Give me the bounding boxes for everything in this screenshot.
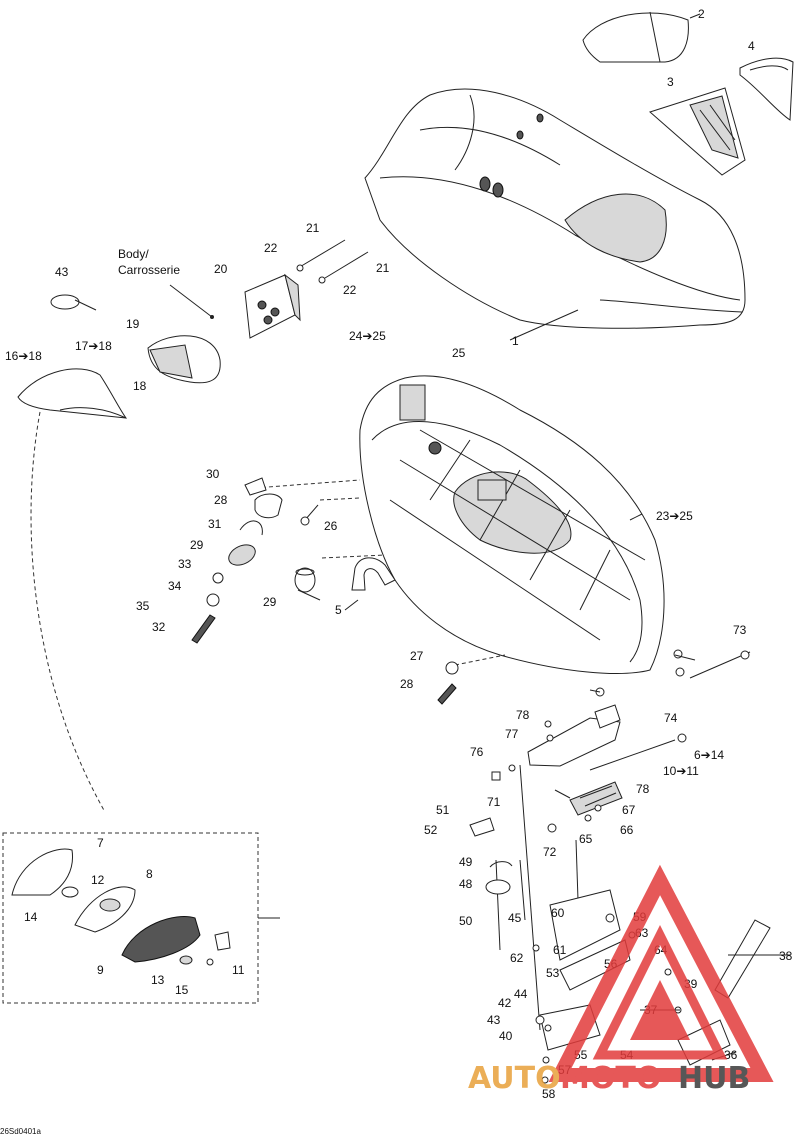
figure-code: 26Sd0401a	[0, 1127, 41, 1136]
callout: 15	[175, 983, 189, 997]
callout: 40	[499, 1029, 513, 1043]
callout: 22	[343, 283, 357, 297]
callout: 30	[206, 467, 220, 481]
callout: 61	[553, 943, 567, 957]
callout: 51	[436, 803, 450, 817]
callout: 72	[543, 845, 557, 859]
callout: 20	[214, 262, 228, 276]
part-screws-21-22	[296, 239, 369, 284]
callout: 62	[510, 951, 524, 965]
part-windshield	[582, 11, 701, 63]
callout: 16➔18	[5, 349, 42, 363]
callout: 8	[146, 867, 153, 881]
callout: 45	[508, 911, 522, 925]
callout: 78	[636, 782, 650, 796]
callout: 36	[724, 1048, 738, 1062]
part-small-cover	[739, 57, 794, 121]
callout: 38	[779, 949, 793, 963]
watermark-logo: AUTO MOTO HUB	[468, 864, 774, 1096]
callout: 29	[190, 538, 204, 552]
body-label-line1: Body/	[118, 247, 149, 261]
callout: 43	[487, 1013, 501, 1027]
part-front-body	[364, 88, 746, 329]
callout: 53	[546, 966, 560, 980]
callout: 24➔25	[349, 329, 386, 343]
callout: 73	[733, 623, 747, 637]
callout: 66	[620, 823, 634, 837]
callout: 48	[459, 877, 473, 891]
callout: 26	[324, 519, 338, 533]
callout: 25	[452, 346, 466, 360]
callout: 33	[178, 557, 192, 571]
callout: 22	[264, 241, 278, 255]
callout: 12	[91, 873, 105, 887]
callout: 3	[667, 75, 674, 89]
callout: 74	[664, 711, 678, 725]
part-mirror-glass	[17, 368, 128, 419]
callout: 31	[208, 517, 222, 531]
callout: 43	[55, 265, 69, 279]
callout: 28	[214, 493, 228, 507]
callout: 52	[424, 823, 438, 837]
callout: 19	[126, 317, 140, 331]
callout: 17➔18	[75, 339, 112, 353]
detail-box-turn-signal	[2, 832, 280, 1004]
callout: 49	[459, 855, 473, 869]
callout: 23➔25	[656, 509, 693, 523]
body-label-line2: Carrosserie	[118, 263, 180, 277]
callout: 78	[516, 708, 530, 722]
callout: 21	[306, 221, 320, 235]
callout: 11	[232, 963, 245, 977]
callout: 29	[263, 595, 277, 609]
part-cap	[294, 567, 316, 593]
callout: 27	[410, 649, 424, 663]
callout-labels: 2 4 3 1 21 22 21 22 20 Body/ Carrosserie…	[0, 7, 793, 1136]
callout: 50	[459, 914, 473, 928]
callout: 13	[151, 973, 165, 987]
callout: 35	[136, 599, 150, 613]
callout: 60	[551, 906, 565, 920]
callout: 9	[97, 963, 104, 977]
callout: 14	[24, 910, 38, 924]
callout: 5	[335, 603, 342, 617]
callout: 7	[97, 836, 104, 850]
callout: 71	[487, 795, 501, 809]
callout: 77	[505, 727, 519, 741]
watermark-moto: MOTO	[560, 1061, 661, 1096]
watermark-auto: AUTO	[468, 1061, 561, 1096]
part-hardware-stack	[191, 477, 459, 705]
callout: 6➔14	[694, 748, 724, 762]
callout: 21	[376, 261, 390, 275]
callout: 67	[622, 803, 636, 817]
part-hose	[351, 557, 396, 591]
callout: 18	[133, 379, 147, 393]
callout: 34	[168, 579, 182, 593]
callout: 1	[512, 334, 519, 348]
watermark-hub: HUB	[678, 1061, 750, 1096]
part-main-frame	[359, 375, 665, 674]
callout: 76	[470, 745, 484, 759]
part-mirror-housing	[147, 335, 221, 384]
part-grille	[649, 87, 746, 176]
callout: 4	[748, 39, 755, 53]
part-clamp	[50, 294, 97, 311]
part-mirror-bracket	[244, 273, 301, 339]
callout: 58	[542, 1087, 556, 1101]
callout: 32	[152, 620, 166, 634]
callout: 28	[400, 677, 414, 691]
part-steering-linkage	[491, 649, 751, 833]
callout: 65	[579, 832, 593, 846]
callout: 42	[498, 996, 512, 1010]
callout: 2	[698, 7, 705, 21]
callout: 10➔11	[663, 764, 699, 778]
callout: 44	[514, 987, 528, 1001]
